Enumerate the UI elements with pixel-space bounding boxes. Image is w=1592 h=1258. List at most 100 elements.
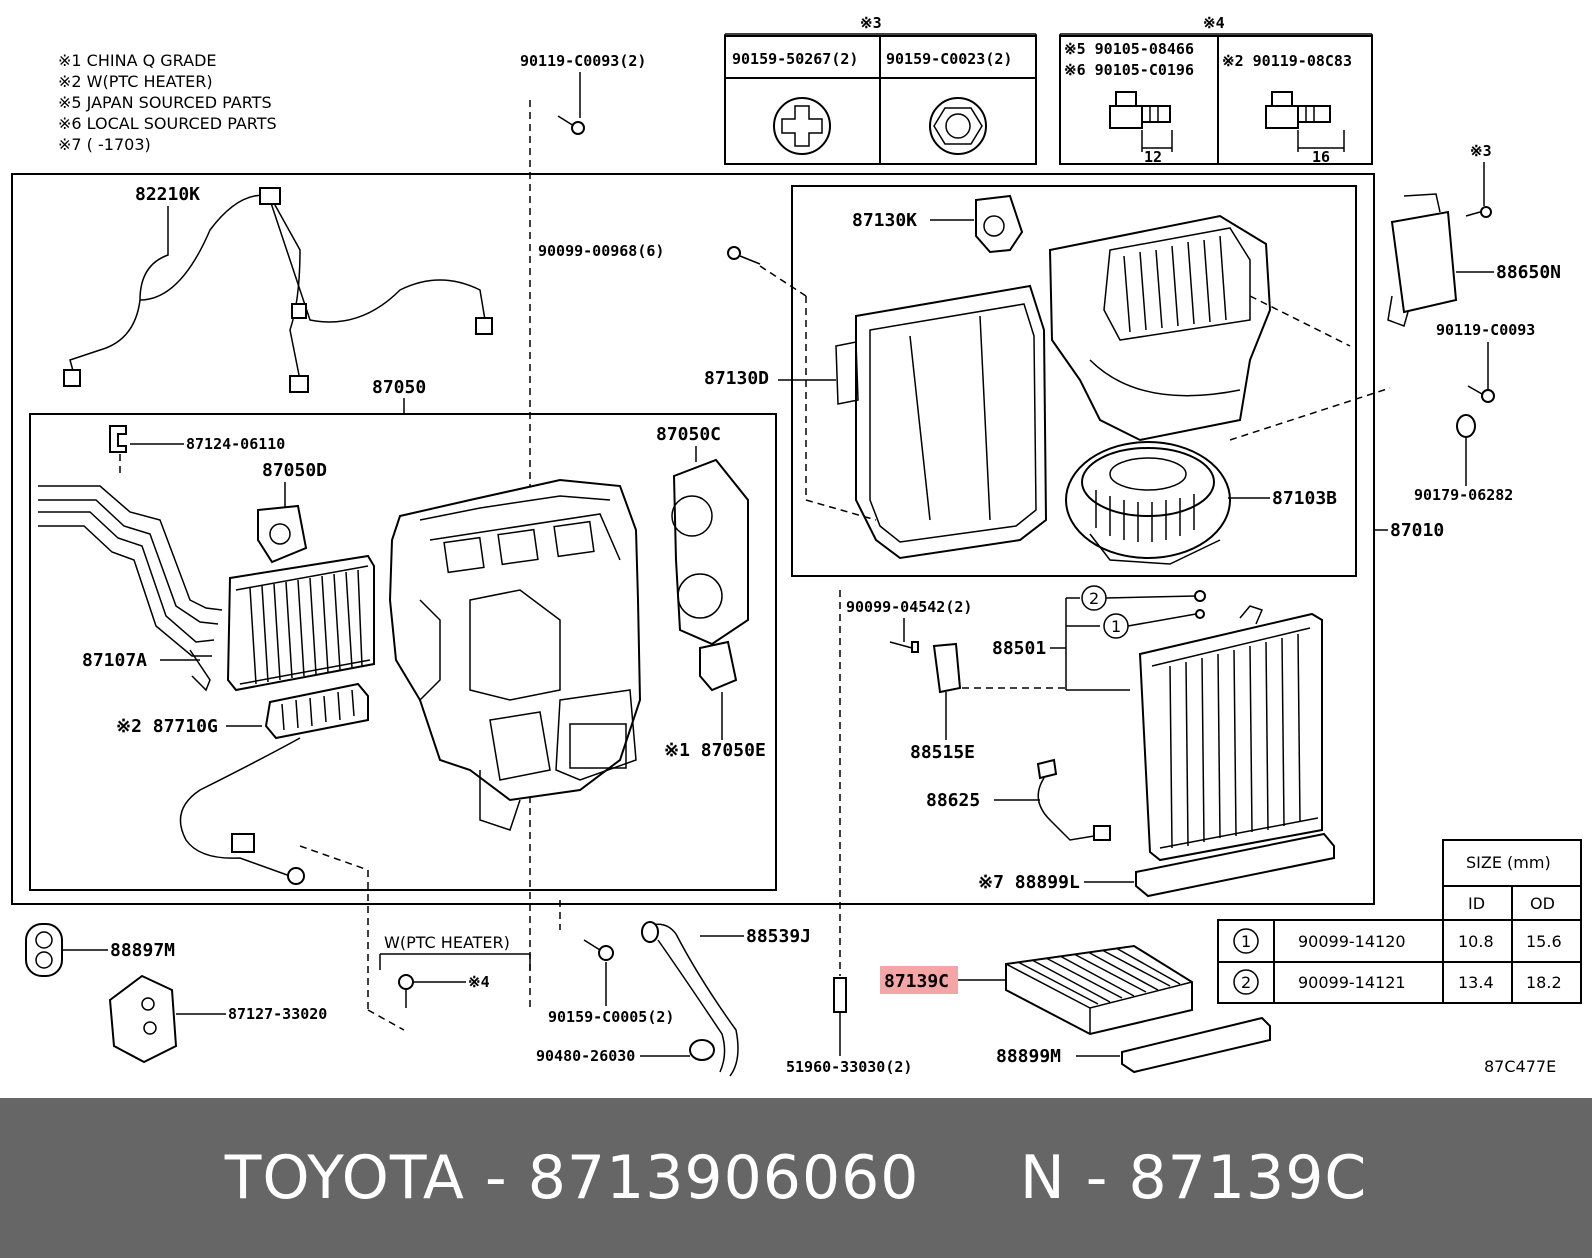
pad-87127-33020 (108, 974, 178, 1064)
size-row-2-od: 18.2 (1526, 973, 1562, 992)
module-88650n (1390, 210, 1458, 314)
drain-hose-88539j (647, 923, 739, 1077)
blower-box (791, 185, 1357, 577)
part-51960-33030[interactable]: 51960-33030(2) (786, 1058, 912, 1076)
part-87130d[interactable]: 87130D (704, 368, 769, 389)
mark-4b-label: ※4 (468, 973, 490, 991)
part-88501[interactable]: 88501 (992, 638, 1046, 659)
servo-motor-87050d (257, 504, 308, 564)
dimension-16: 16 (1312, 148, 1330, 166)
heater-unit-box-87050 (29, 413, 777, 891)
part-87124-06110[interactable]: 87124-06110 (186, 435, 285, 453)
fastener-box-4: ※4 ※5 90105-08466 ※6 90105-C0196 ※2 9011… (1059, 14, 1373, 166)
part-87010[interactable]: 87010 (1390, 520, 1444, 541)
part-90119-08c83[interactable]: ※2 90119-08C83 (1222, 52, 1352, 70)
ptc-heater-group-label: W(PTC HEATER) (384, 933, 510, 952)
evaporator-88501 (1138, 605, 1323, 862)
oring-icon-2 (1194, 590, 1206, 602)
part-87139c[interactable]: 87139C (884, 971, 949, 992)
flange-bolt-icon-2 (1265, 91, 1345, 152)
wire-harness-82210k (69, 206, 169, 379)
grommet-88897m (25, 923, 63, 977)
part-90179-06282[interactable]: 90179-06282 (1414, 486, 1513, 504)
part-90105-08466[interactable]: ※5 90105-08466 (1064, 40, 1194, 58)
note-5: ※5 JAPAN SOURCED PARTS (58, 93, 272, 112)
cabin-air-filter-87139c (1005, 944, 1193, 1036)
part-87050[interactable]: 87050 (372, 377, 426, 398)
parts-diagram: ※1 CHINA Q GRADE ※2 W(PTC HEATER) ※5 JAP… (11, 14, 1582, 1077)
clip-51960-33030 (833, 977, 847, 1013)
size-row-2-part[interactable]: 90099-14121 (1298, 973, 1406, 992)
part-88539j[interactable]: 88539J (746, 926, 811, 947)
clip-icon (109, 425, 127, 453)
part-90119-c0093-top[interactable]: 90119-C0093(2) (520, 52, 646, 70)
part-87107a[interactable]: 87107A (82, 650, 147, 671)
sensor-88515e (932, 642, 962, 694)
part-87103b[interactable]: 87103B (1272, 488, 1337, 509)
screw-icon-7 (583, 939, 614, 961)
seal-88899m (1121, 1016, 1271, 1074)
notes-legend: ※1 CHINA Q GRADE ※2 W(PTC HEATER) ※5 JAP… (58, 51, 277, 154)
part-90159-c0023[interactable]: 90159-C0023(2) (886, 50, 1012, 68)
part-90099-00968[interactable]: 90099-00968(6) (538, 242, 664, 260)
oring-marker-1-label: 1 (1111, 617, 1121, 636)
seal-88899l (1135, 832, 1335, 898)
note-2: ※2 W(PTC HEATER) (58, 72, 213, 91)
part-87710g[interactable]: ※2 87710G (116, 716, 218, 737)
heater-housing (388, 478, 642, 831)
part-90480-26030[interactable]: 90480-26030 (536, 1047, 635, 1065)
screw-icon-2 (727, 246, 761, 265)
size-row-1-id: 10.8 (1458, 932, 1494, 951)
heater-pipe (38, 485, 223, 611)
note-7: ※7 ( -1703) (58, 135, 151, 154)
note-1: ※1 CHINA Q GRADE (58, 51, 217, 70)
part-87050e[interactable]: ※1 87050E (664, 740, 766, 761)
oring-icon-1 (1195, 609, 1205, 619)
assembly-frame-87010 (11, 173, 1375, 905)
blower-motor-87103b (1065, 441, 1231, 565)
servo-87130k (975, 194, 1024, 254)
size-table-title: SIZE (mm) (1466, 853, 1551, 872)
screw-icon-6 (398, 974, 414, 1008)
part-90119-c0093-right[interactable]: 90119-C0093 (1436, 321, 1535, 339)
size-header-id: ID (1468, 894, 1485, 913)
blower-upper-case (1048, 214, 1272, 442)
size-row-1-od: 15.6 (1526, 932, 1562, 951)
oring-marker-2-label: 2 (1089, 589, 1099, 608)
mark-4-label: ※4 (1203, 14, 1225, 32)
size-row-1-index: 1 (1241, 932, 1251, 951)
part-88625[interactable]: 88625 (926, 790, 980, 811)
screw-icon-4 (1467, 385, 1495, 403)
note-6: ※6 LOCAL SOURCED PARTS (58, 114, 277, 133)
dimension-12: 12 (1144, 148, 1162, 166)
part-88515e[interactable]: 88515E (910, 742, 975, 763)
part-88899l[interactable]: ※7 88899L (978, 872, 1080, 893)
part-88899m[interactable]: 88899M (996, 1046, 1061, 1067)
mark-3b-label: ※3 (1470, 142, 1492, 160)
part-number-text: TOYOTA - 8713906060 N - 87139C (224, 1143, 1368, 1213)
part-90105-c0196[interactable]: ※6 90105-C0196 (1064, 61, 1194, 79)
screw-icon-5 (889, 641, 919, 653)
part-87050c[interactable]: 87050C (656, 424, 721, 445)
part-88650n[interactable]: 88650N (1496, 262, 1561, 283)
part-87127-33020[interactable]: 87127-33020 (228, 1005, 327, 1023)
part-90099-04542[interactable]: 90099-04542(2) (846, 598, 972, 616)
part-87130k[interactable]: 87130K (852, 210, 917, 231)
highlight-87139c (880, 966, 958, 994)
screw-icon (557, 115, 585, 135)
part-88897m[interactable]: 88897M (110, 940, 175, 961)
screw-icon-3 (1480, 206, 1492, 218)
size-row-1-part[interactable]: 90099-14120 (1298, 932, 1406, 951)
servo-motor-87050c (672, 458, 749, 646)
part-90159-50267[interactable]: 90159-50267(2) (732, 50, 858, 68)
mark-3-label: ※3 (860, 14, 882, 32)
connector-icon (259, 187, 281, 205)
washer-icon (1456, 414, 1476, 438)
size-table: SIZE (mm) ID OD 1 90099-14120 10.8 15.6 … (1217, 839, 1582, 1004)
part-90159-c0005[interactable]: 90159-C0005(2) (548, 1008, 674, 1026)
plug-90480-26030 (689, 1039, 715, 1061)
part-number-banner: TOYOTA - 8713906060 N - 87139C (0, 1098, 1592, 1258)
part-87050d[interactable]: 87050D (262, 460, 327, 481)
servo-87050e (699, 640, 738, 692)
part-82210k[interactable]: 82210K (135, 184, 200, 205)
